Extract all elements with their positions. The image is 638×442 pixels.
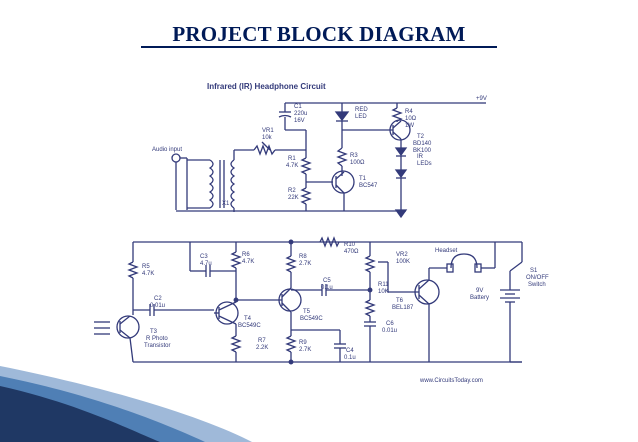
c5-val: 0.1u <box>321 285 333 291</box>
t6-val: BEL187 <box>392 305 414 311</box>
audio-input: Audio input <box>152 147 182 153</box>
c1-name: C1 <box>294 104 302 110</box>
c3-name: C3 <box>200 254 208 260</box>
r9-name: R9 <box>299 340 307 346</box>
t3-val2: Transistor <box>144 343 170 349</box>
r8-name: R8 <box>299 254 307 260</box>
r10-name: R10 <box>344 242 356 248</box>
t3-val1: R Photo <box>146 336 168 342</box>
s1-val2: Switch <box>528 282 546 288</box>
t2-val2: BK100 <box>413 148 432 154</box>
vr2-val: 100K <box>396 259 410 265</box>
t2-name: T2 <box>417 134 425 140</box>
corner-swoosh <box>0 366 252 442</box>
battery-1: 9V <box>476 288 483 294</box>
t4-val: BC549C <box>238 323 261 329</box>
slide-title: PROJECT BLOCK DIAGRAM <box>172 22 466 46</box>
headset-label: Headset <box>435 248 458 254</box>
c1-val1: 220u <box>294 111 307 117</box>
vr1-val: 10k <box>262 135 273 141</box>
c6-name: C6 <box>386 321 394 327</box>
c2-name: C2 <box>154 296 162 302</box>
r6-name: R6 <box>242 252 250 258</box>
plus9v: +9V <box>476 96 487 102</box>
c4-val: 0.1u <box>344 355 356 361</box>
r9-val: 2.7K <box>299 347 311 353</box>
r10-val: 470Ω <box>344 249 359 255</box>
t1-name: T1 <box>359 176 367 182</box>
t2-val1: BD140 <box>413 141 432 147</box>
r1-val: 4.7K <box>286 163 298 169</box>
receiver-circuit <box>94 236 523 365</box>
r1-name: R1 <box>288 156 296 162</box>
vr2-name: VR2 <box>396 252 408 258</box>
r3-val: 100Ω <box>350 160 365 166</box>
s1-val1: ON/OFF <box>526 275 549 281</box>
title-underline <box>141 46 497 48</box>
x1-label: X1 <box>222 201 230 207</box>
c2-val: 0.01u <box>150 303 165 309</box>
r5-val: 4.7K <box>142 271 154 277</box>
c1-val2: 16V <box>294 118 305 124</box>
website-credit: www.CircuitsToday.com <box>419 378 483 384</box>
ir-1: IR <box>417 154 424 160</box>
t5-name: T5 <box>303 309 311 315</box>
battery-2: Battery <box>470 295 489 301</box>
red-led-2: LED <box>355 114 367 120</box>
c6-val: 0.01u <box>382 328 397 334</box>
c5-name: C5 <box>323 278 331 284</box>
circuit-heading: Infrared (IR) Headphone Circuit <box>207 82 326 91</box>
c4-name: C4 <box>346 348 354 354</box>
r3-name: R3 <box>350 153 358 159</box>
r2-val: 22K <box>288 195 299 201</box>
r4-val1: 10Ω <box>405 116 417 122</box>
r7-val: 2.2K <box>256 345 268 351</box>
r7-name: R7 <box>258 338 266 344</box>
s1-name: S1 <box>530 268 538 274</box>
t1-val: BC547 <box>359 183 378 189</box>
r11-name: R11 <box>378 282 389 288</box>
r11-val: 10K <box>378 289 389 295</box>
r8-val: 2.7K <box>299 261 311 267</box>
t5-val: BC549C <box>300 316 323 322</box>
t4-name: T4 <box>244 316 252 322</box>
r6-val: 4.7K <box>242 259 254 265</box>
red-led-1: RED <box>355 107 368 113</box>
t3-name: T3 <box>150 329 158 335</box>
r4-name: R4 <box>405 109 413 115</box>
ir-2: LEDs <box>417 161 432 167</box>
vr1-name: VR1 <box>262 128 274 134</box>
r5-name: R5 <box>142 264 150 270</box>
r4-val2: 1W <box>405 123 414 129</box>
t6-name: T6 <box>396 298 404 304</box>
transmitter-circuit <box>171 102 486 219</box>
c3-val: 4.7u <box>200 261 212 267</box>
r2-name: R2 <box>288 188 296 194</box>
